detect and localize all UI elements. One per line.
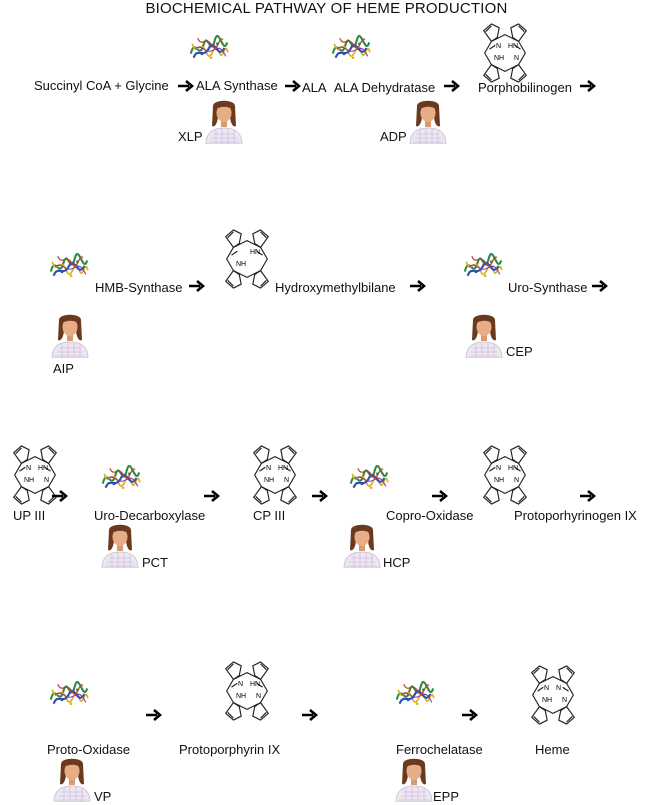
svg-text:NH: NH	[264, 477, 274, 484]
enzyme-label: Copro-Oxidase	[386, 508, 474, 523]
patient-icon	[204, 98, 244, 144]
disease-label: ADP	[380, 129, 407, 144]
patient-icon	[464, 312, 504, 358]
svg-text:N: N	[544, 685, 549, 692]
svg-text:N: N	[238, 681, 243, 688]
enzyme-label: HMB-Synthase	[95, 280, 183, 295]
patient-icon	[394, 756, 434, 802]
arrow-icon	[580, 80, 596, 92]
protein-icon	[48, 676, 90, 712]
arrow-icon	[302, 709, 318, 721]
arrow-icon	[52, 490, 68, 502]
disease-label: XLP	[178, 129, 203, 144]
svg-text:N: N	[256, 693, 261, 700]
protein-icon	[100, 460, 142, 496]
product-label: Porphobilinogen	[478, 80, 572, 95]
porphyrin-ring-icon: NH HN	[212, 228, 282, 290]
product-label: Protoporphyrin IX	[179, 742, 281, 757]
protein-icon	[394, 676, 436, 712]
product-label: UP III	[13, 508, 46, 523]
svg-text:HN: HN	[38, 465, 48, 472]
svg-text:NH: NH	[494, 55, 504, 62]
arrow-icon	[204, 490, 220, 502]
arrow-icon	[189, 280, 205, 292]
porphyrin-ring-icon: NH HN N N	[0, 444, 70, 506]
svg-text:NH: NH	[24, 477, 34, 484]
product-label: ALA	[302, 80, 327, 95]
diagram-title: BIOCHEMICAL PATHWAY OF HEME PRODUCTION	[145, 0, 508, 17]
arrow-icon	[592, 280, 608, 292]
svg-text:NH: NH	[542, 697, 552, 704]
svg-text:N: N	[44, 477, 49, 484]
patient-icon	[52, 756, 92, 802]
enzyme-label: Proto-Oxidase	[47, 742, 131, 757]
svg-text:HN: HN	[250, 249, 260, 256]
product-label: CP III	[253, 508, 286, 523]
arrow-icon	[146, 709, 162, 721]
porphyrin-ring-icon: NH N N HN	[212, 660, 282, 722]
arrow-icon	[432, 490, 448, 502]
arrow-icon	[312, 490, 328, 502]
svg-text:N: N	[514, 55, 519, 62]
protein-icon	[348, 460, 390, 496]
svg-text:N: N	[496, 43, 501, 50]
arrow-icon	[410, 280, 426, 292]
arrow-icon	[462, 709, 478, 721]
patient-icon	[408, 98, 448, 144]
protein-icon	[330, 30, 372, 66]
patient-icon	[100, 522, 140, 568]
svg-text:HN: HN	[278, 465, 288, 472]
enzyme-label: ALA Synthase	[196, 78, 278, 93]
svg-text:NH: NH	[236, 261, 246, 268]
arrow-icon	[178, 80, 194, 92]
svg-text:HN: HN	[508, 43, 518, 50]
patient-icon	[342, 522, 382, 568]
arrow-icon	[580, 490, 596, 502]
patient-icon	[50, 312, 90, 358]
substrate-label: Succinyl CoA + Glycine	[34, 78, 169, 93]
disease-label: PCT	[142, 555, 168, 570]
enzyme-label: Uro-Synthase	[508, 280, 588, 295]
svg-text:N: N	[562, 697, 567, 704]
svg-text:N: N	[266, 465, 271, 472]
svg-text:NH: NH	[236, 693, 246, 700]
enzyme-label: Ferrochelatase	[396, 742, 483, 757]
svg-text:HN: HN	[250, 681, 260, 688]
disease-label: AIP	[53, 361, 74, 376]
product-label: Hydroxymethylbilane	[275, 280, 396, 295]
enzyme-label: Uro-Decarboxylase	[94, 508, 206, 523]
svg-text:N: N	[514, 477, 519, 484]
enzyme-label: ALA Dehydratase	[334, 80, 436, 95]
porphyrin-ring-icon: NH HN N N	[470, 444, 540, 506]
svg-text:NH: NH	[494, 477, 504, 484]
arrow-icon	[285, 80, 301, 92]
protein-icon	[462, 248, 504, 284]
porphyrin-ring-icon: NH HN N N	[240, 444, 310, 506]
protein-icon	[188, 30, 230, 66]
porphyrin-ring-icon: NH N N N	[518, 664, 588, 726]
svg-text:N: N	[284, 477, 289, 484]
svg-text:N: N	[556, 685, 561, 692]
disease-label: CEP	[506, 344, 533, 359]
disease-label: EPP	[433, 789, 460, 804]
disease-label: HCP	[383, 555, 411, 570]
svg-text:N: N	[496, 465, 501, 472]
porphyrin-ring-icon: NH HN N N	[470, 22, 540, 84]
product-label: Heme	[535, 742, 570, 757]
svg-text:HN: HN	[508, 465, 518, 472]
protein-icon	[48, 248, 90, 284]
product-label: Protoporhyrinogen IX	[514, 508, 637, 523]
disease-label: VP	[94, 789, 112, 804]
arrow-icon	[444, 80, 460, 92]
svg-text:N: N	[26, 465, 31, 472]
